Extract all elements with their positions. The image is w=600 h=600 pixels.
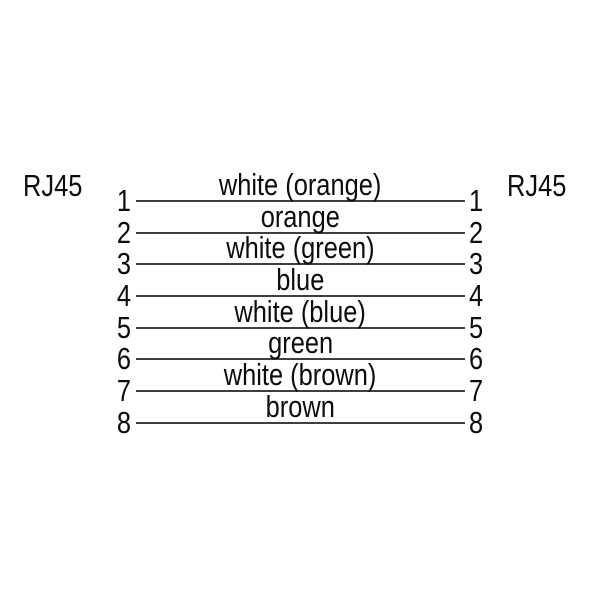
left-pin-number-5: 5 (116, 310, 131, 345)
wire-row-6: green (136, 325, 465, 360)
wire-row-2: orange (136, 199, 465, 234)
left-pin-number-4: 4 (116, 278, 131, 313)
left-pin-number-2: 2 (116, 215, 131, 250)
wire-color-label: brown (265, 389, 336, 424)
right-pin-number-7: 7 (469, 373, 484, 408)
wire-row-1: white (orange) (136, 167, 465, 202)
wire-color-label: white (blue) (234, 294, 367, 329)
right-pin-number-8: 8 (469, 405, 484, 440)
left-pin-number-1: 1 (116, 183, 131, 218)
left-pin-number-3: 3 (116, 246, 131, 281)
right-pin-number-5: 5 (469, 310, 484, 345)
left-pin-number-8: 8 (116, 405, 131, 440)
wire-color-label: green (267, 325, 334, 360)
right-pin-number-3: 3 (469, 246, 484, 281)
wire-row-3: white (green) (136, 230, 465, 265)
left-connector-label: RJ45 (23, 168, 83, 203)
left-connector-title: RJ45 (23, 170, 95, 201)
wire-color-label: white (brown) (224, 357, 377, 392)
left-pin-number-6: 6 (116, 341, 131, 376)
wire-row-8: brown (136, 389, 465, 424)
wire-color-label: blue (276, 262, 325, 297)
right-connector-label: RJ45 (507, 168, 567, 203)
wire-row-4: blue (136, 262, 465, 297)
wire-color-label: orange (260, 199, 341, 234)
wire-color-label: white (green) (226, 230, 375, 265)
right-pin-number-6: 6 (469, 341, 484, 376)
right-pin-number-4: 4 (469, 278, 484, 313)
right-pin-number-1: 1 (469, 183, 484, 218)
right-connector-title: RJ45 (507, 170, 579, 201)
left-pin-number-7: 7 (116, 373, 131, 408)
wire-row-7: white (brown) (136, 357, 465, 392)
wire-row-5: white (blue) (136, 294, 465, 329)
wire-color-label: white (orange) (219, 167, 382, 202)
right-pin-number-2: 2 (469, 215, 484, 250)
